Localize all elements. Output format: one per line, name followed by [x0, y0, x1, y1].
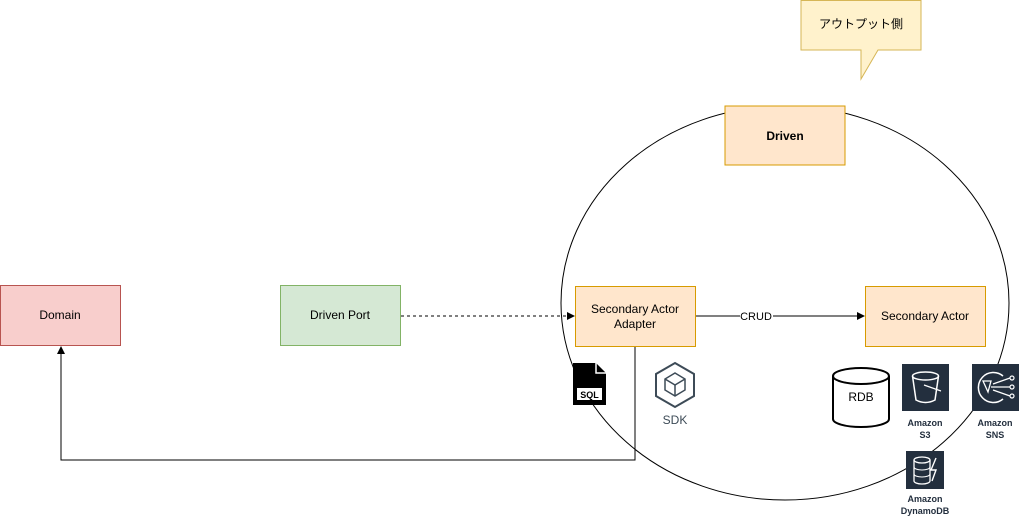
sns-label-line1: Amazon [977, 418, 1012, 428]
adapter-to-domain-arrow[interactable] [57, 346, 636, 461]
secondary-actor-adapter-box[interactable]: Secondary Actor Adapter [575, 286, 696, 347]
sns-label-line2: SNS [986, 430, 1005, 440]
driven-label: Driven [766, 129, 803, 143]
sql-icon-label: SQL [580, 390, 599, 400]
s3-label-line2: S3 [919, 430, 930, 440]
amazon-dynamodb-icon [906, 451, 944, 489]
adapter-label-line2: Adapter [614, 317, 656, 331]
dynamodb-label-line1: Amazon [907, 494, 942, 504]
driven-label-box[interactable]: Driven [724, 105, 846, 166]
crud-label: CRUD [740, 311, 772, 323]
secondary-actor-label: Secondary Actor [881, 309, 969, 323]
domain-label: Domain [39, 308, 80, 322]
s3-label-line1: Amazon [907, 418, 942, 428]
sql-file-icon: SQL [573, 363, 606, 405]
dynamodb-label-line2: DynamoDB [901, 506, 950, 516]
adapter-label-line1: Secondary Actor [591, 302, 679, 316]
amazon-sns-icon [972, 364, 1019, 411]
rdb-label: RDB [848, 390, 873, 404]
driven-port-box[interactable]: Driven Port [280, 285, 401, 346]
output-side-callout[interactable]: アウトプット側 [800, 0, 922, 81]
rdb-database-icon: RDB [832, 367, 890, 428]
sdk-label: SDK [663, 413, 688, 427]
driven-port-label: Driven Port [310, 308, 371, 322]
amazon-s3-icon [902, 364, 949, 411]
domain-box[interactable]: Domain [0, 285, 121, 346]
callout-text: アウトプット側 [819, 17, 903, 31]
sdk-cube-icon [655, 361, 695, 409]
secondary-actor-box[interactable]: Secondary Actor [865, 286, 986, 347]
